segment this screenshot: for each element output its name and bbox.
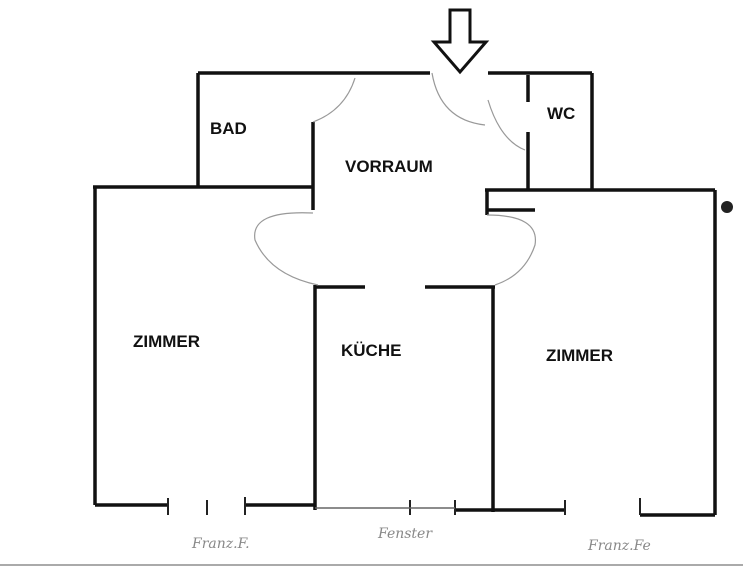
- wall-wc: [485, 71, 594, 215]
- room-label-vorraum: VORRAUM: [345, 157, 433, 176]
- marker-dot: [721, 201, 733, 213]
- annotation-window-left: Franz.F.: [192, 536, 250, 552]
- room-label-zimmer-right: ZIMMER: [546, 346, 614, 365]
- wall-zimmer-left: [93, 187, 317, 510]
- room-label-kueche: KÜCHE: [341, 341, 402, 360]
- door-zimmer-left: [254, 212, 319, 286]
- window-ticks: [167, 497, 641, 515]
- walls: [93, 71, 717, 517]
- wall-bad: [93, 71, 430, 210]
- door-zimmer-right: [486, 214, 536, 286]
- annotation-window-right: Franz.Fe: [588, 538, 651, 554]
- door-entrance: [431, 72, 486, 126]
- door-bad: [312, 77, 356, 123]
- annotation-window-middle: Fenster: [378, 526, 433, 542]
- door-swings: [254, 72, 536, 286]
- door-wc: [487, 99, 526, 151]
- room-label-zimmer-left: ZIMMER: [133, 332, 201, 351]
- wall-kueche: [315, 285, 495, 512]
- room-label-bad: BAD: [210, 119, 247, 138]
- room-label-wc: WC: [547, 104, 576, 123]
- arrow-down-icon: [430, 8, 490, 75]
- wall-zimmer-right: [455, 188, 717, 517]
